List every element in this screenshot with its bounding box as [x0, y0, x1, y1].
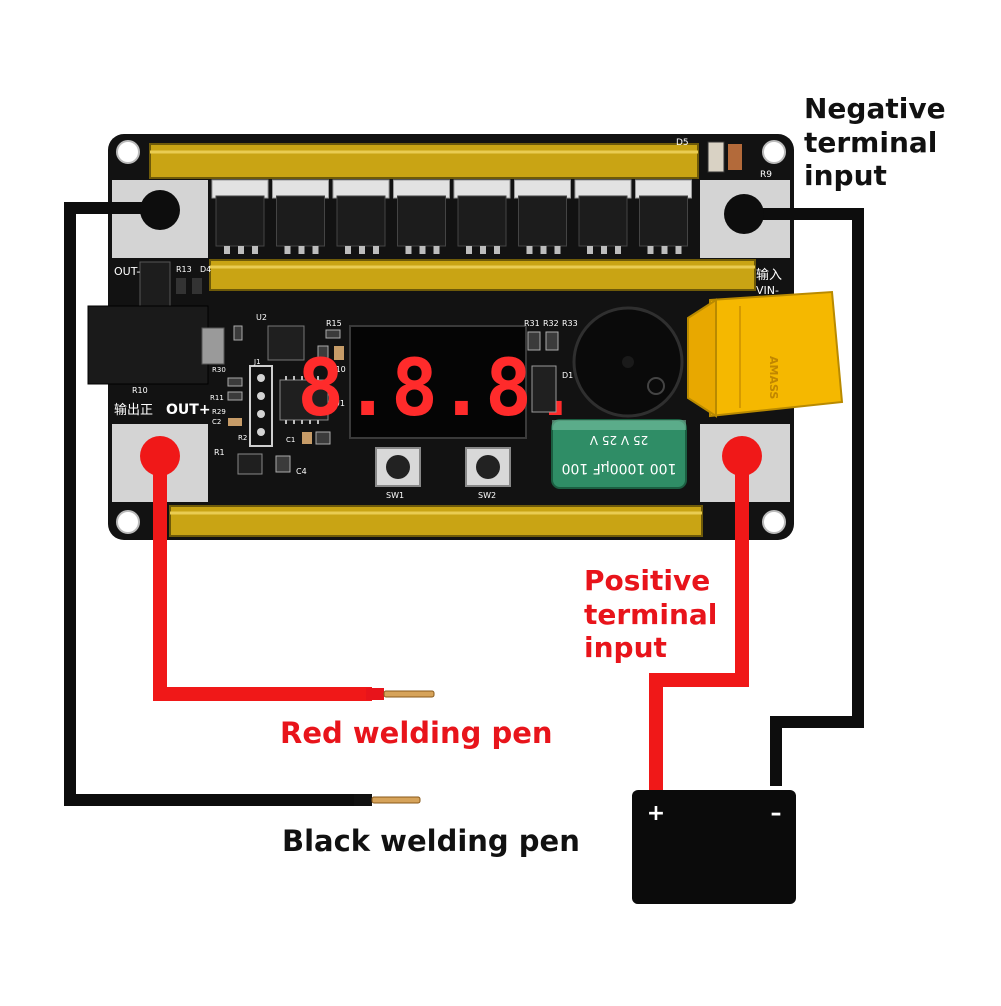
label-positive-terminal-input: Positive terminal input: [584, 564, 717, 665]
ref-c2: C2: [212, 418, 221, 426]
ref-r29: R29: [212, 408, 226, 416]
button-sw1-label: SW1: [386, 491, 404, 500]
capacitor-text-bottom: 100 1000µF 100: [562, 460, 677, 476]
capacitor-text-top: 25 V 25 V: [589, 433, 648, 447]
mosfet: [635, 179, 692, 254]
copper-bar-middle: [209, 259, 756, 291]
ref-r13: R13: [176, 265, 192, 274]
ref-d5: D5: [676, 138, 689, 148]
input-marking: VIN-: [756, 284, 779, 297]
diode-d5: [707, 141, 725, 173]
ref-c4: C4: [296, 467, 307, 476]
wiring: [64, 190, 864, 806]
ref-c10: C10: [330, 365, 346, 374]
terminal-output-negative: [140, 190, 180, 230]
ref-r15: R15: [326, 319, 342, 328]
input-marking-cn: 输入: [756, 267, 782, 283]
battery-minus-sign: –: [771, 801, 782, 826]
resistor-r9: [728, 144, 742, 170]
label-negative-terminal-input: Negative terminal input: [804, 92, 946, 193]
mosfet: [393, 179, 450, 254]
button-sw2[interactable]: [465, 447, 511, 487]
diode-d1: [531, 365, 557, 413]
mosfet: [211, 179, 269, 254]
copper-bar-bottom: [169, 505, 703, 537]
component-u3: [139, 261, 171, 309]
output-side-text: OUT-: [114, 265, 140, 278]
mosfet: [332, 179, 390, 254]
mosfet: [453, 179, 511, 254]
seven-segment-display: [349, 325, 527, 439]
ref-u1: U1: [334, 399, 345, 408]
battery-body: [632, 790, 796, 904]
mounting-hole-bottom-right: [762, 510, 786, 534]
label-black-welding-pen: Black welding pen: [282, 824, 580, 858]
label-negative-line-1: Negative: [804, 92, 946, 125]
mosfet: [574, 179, 632, 254]
battery-plus-sign: +: [647, 801, 665, 826]
button-sw2-label: SW2: [478, 491, 496, 500]
mounting-hole-top-left: [116, 140, 140, 164]
spot-welder-board: D5 R9 OUT- R13 D4 R10 输出正 OUT+ U2 R15 C1…: [87, 134, 844, 540]
mosfet-row: [211, 179, 692, 254]
ref-r10: R10: [132, 386, 148, 395]
terminal-input-positive: [722, 436, 762, 476]
ref-r32: R32: [543, 319, 559, 328]
ref-r1: R1: [214, 448, 225, 457]
wire-input-negative: [744, 208, 864, 786]
dc-barrel-jack: [87, 305, 209, 385]
ref-r30: R30: [212, 366, 226, 374]
label-positive-line-1: Positive: [584, 564, 711, 597]
ref-r31: R31: [524, 319, 540, 328]
mounting-hole-bottom-left: [116, 510, 140, 534]
connector-text: AMASS: [767, 356, 780, 399]
mounting-hole-top-right: [762, 140, 786, 164]
label-positive-line-2: terminal: [584, 597, 718, 631]
ref-r2: R2: [238, 434, 247, 442]
battery: + –: [632, 790, 796, 904]
ref-d1: D1: [562, 371, 573, 380]
terminal-output-positive: [140, 436, 180, 476]
button-sw1[interactable]: [375, 447, 421, 487]
ref-r33: R33: [562, 319, 578, 328]
header-j1: [249, 365, 273, 447]
ref-j1: J1: [253, 358, 261, 366]
output-marking-cn: 输出正: [114, 402, 153, 418]
output-marking: OUT+: [166, 402, 211, 418]
red-welding-pen: [366, 688, 435, 700]
label-red-welding-pen: Red welding pen: [280, 716, 553, 750]
mosfet: [514, 179, 571, 254]
wire-black-pen: [64, 202, 364, 806]
ref-c1: C1: [286, 436, 295, 444]
ref-r9: R9: [760, 170, 772, 180]
capacitor-1000uf: 25 V 25 V 100 1000µF 100: [551, 419, 687, 489]
copper-bar-top: [149, 143, 699, 179]
xt60-connector: AMASS: [687, 290, 844, 418]
wire-input-positive: [649, 456, 749, 790]
mcu-u1: [279, 379, 329, 421]
terminal-input-negative: [724, 194, 764, 234]
label-negative-line-2: terminal: [804, 125, 938, 159]
label-positive-line-3: input: [584, 631, 667, 665]
black-welding-pen: [354, 794, 421, 806]
ref-u2: U2: [256, 313, 267, 322]
wire-red-pen: [153, 456, 372, 701]
chip-u2: [267, 325, 305, 361]
label-negative-line-3: input: [804, 159, 887, 193]
ref-d4: D4: [200, 265, 211, 274]
mosfet: [272, 179, 329, 254]
ref-r11: R11: [210, 394, 224, 402]
